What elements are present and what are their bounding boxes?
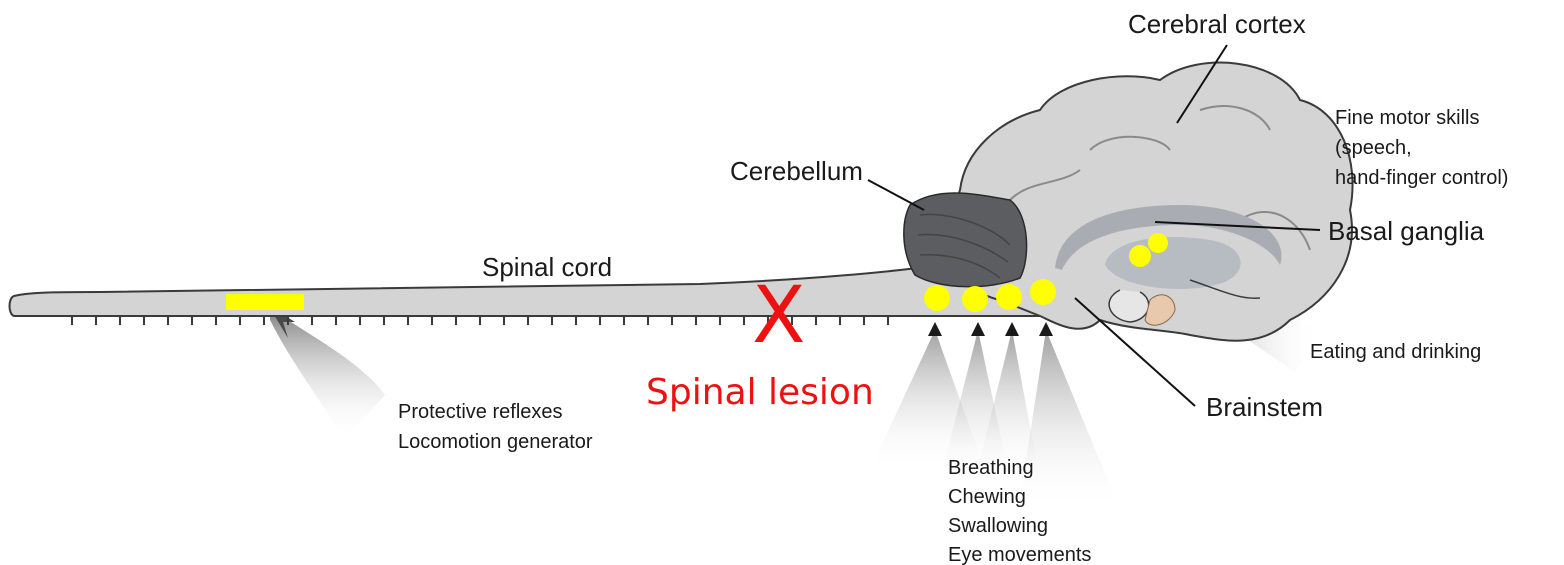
label-brainstem: Brainstem <box>1206 392 1323 422</box>
fine-motor-line: Fine motor skills <box>1335 107 1479 129</box>
eating-label: Eating and drinking <box>1310 341 1481 363</box>
spinal-lesion-label: Spinal lesion <box>646 372 874 413</box>
spinal-lesion-x-icon: X <box>752 271 805 361</box>
brainstem-function-line: Breathing <box>948 457 1034 479</box>
brainstem-function-line: Eye movements <box>948 544 1091 565</box>
basal-ganglia-dot <box>1129 245 1151 267</box>
cerebellum <box>904 193 1027 287</box>
spinal-function-line: Locomotion generator <box>398 431 593 453</box>
label-cerebral-cortex: Cerebral cortex <box>1128 9 1306 39</box>
brainstem-arrows <box>870 322 1120 510</box>
spinal-highlight <box>226 294 304 310</box>
basal-ganglia-dot <box>1148 233 1168 253</box>
spinal-function-line: Protective reflexes <box>398 401 563 423</box>
label-basal-ganglia: Basal ganglia <box>1328 216 1485 246</box>
brainstem-function-line: Swallowing <box>948 515 1048 537</box>
fine-motor-line: hand-finger control) <box>1335 167 1508 189</box>
label-cerebellum: Cerebellum <box>730 156 863 186</box>
spinal-reflex-arrow <box>268 305 385 440</box>
label-spinal-cord: Spinal cord <box>482 252 612 282</box>
brainstem-function-line: Chewing <box>948 486 1026 508</box>
fine-motor-line: (speech, <box>1335 137 1412 159</box>
